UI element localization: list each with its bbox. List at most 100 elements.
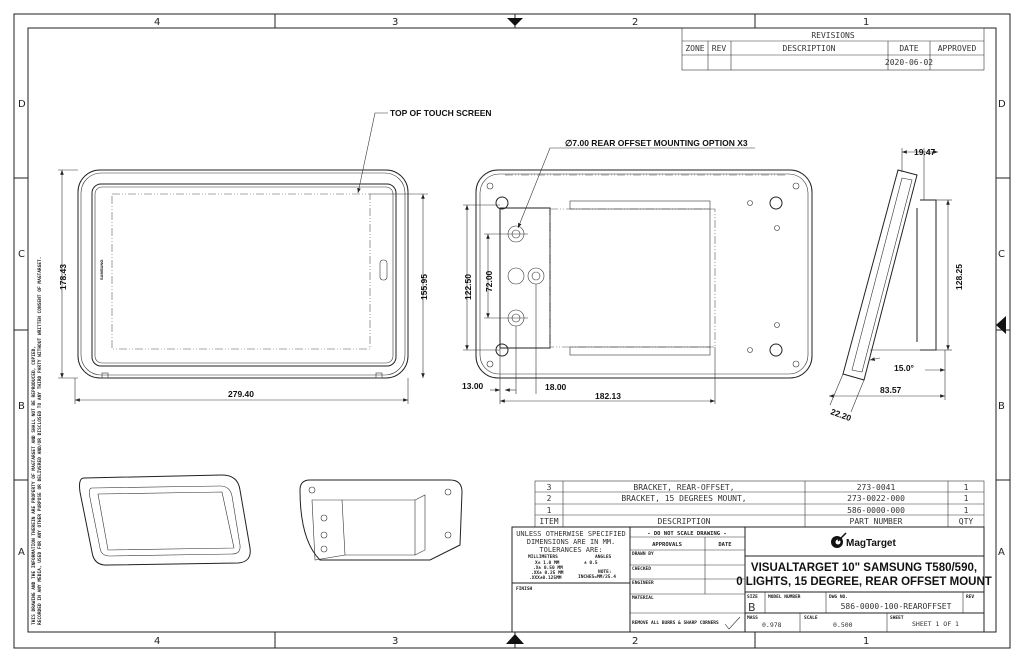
- zone-col: 4: [154, 17, 160, 28]
- svg-text:RECORDED IN ANY MEDIA, USED FO: RECORDED IN ANY MEDIA, USED FOR ANY OTHE…: [37, 257, 43, 625]
- scale-value: 0.500: [833, 621, 853, 629]
- svg-text:REV: REV: [712, 44, 727, 53]
- svg-text:1: 1: [547, 506, 552, 515]
- svg-text:.X± 0.50 MM: .X± 0.50 MM: [533, 565, 563, 571]
- isometric-rear-view: [299, 479, 463, 561]
- surface-finish-icon: [724, 616, 741, 630]
- svg-text:DRAWN BY: DRAWN BY: [632, 551, 654, 557]
- svg-text:REMOVE ALL BURRS & SHARP CORNE: REMOVE ALL BURRS & SHARP CORNERS: [632, 620, 719, 626]
- svg-text:MODEL NUMBER: MODEL NUMBER: [768, 594, 801, 600]
- svg-text:MATERIAL: MATERIAL: [632, 595, 654, 601]
- svg-text:1: 1: [964, 483, 969, 492]
- rear-offset-bracket: [499, 207, 551, 349]
- device-brand: SAMSUNG: [99, 260, 104, 280]
- svg-text:BRACKET, 15 DEGREES MOUNT,: BRACKET, 15 DEGREES MOUNT,: [621, 494, 746, 503]
- dim-front-height: 178.43: [58, 264, 68, 290]
- isometric-front-view: [79, 474, 251, 566]
- title-block: UNLESS OTHERWISE SPECIFIED DIMENSIONS AR…: [511, 526, 992, 633]
- svg-text:± 0.5: ± 0.5: [584, 560, 598, 566]
- zone-row: D: [998, 99, 1006, 110]
- svg-text:DESCRIPTION: DESCRIPTION: [783, 44, 836, 53]
- revisions-title: REVISIONS: [811, 31, 855, 40]
- svg-text:UNLESS OTHERWISE SPECIFIED: UNLESS OTHERWISE SPECIFIED: [516, 530, 626, 538]
- revision-date: 2020-06-02: [885, 58, 933, 67]
- svg-text:DATE: DATE: [718, 542, 731, 548]
- dim-base-depth: 83.57: [880, 385, 902, 395]
- rear-view: ∅7.00 REAR OFFSET MOUNTING OPTION X3 122…: [462, 138, 813, 404]
- zone-col: 3: [392, 17, 398, 28]
- zone-row: B: [998, 401, 1005, 412]
- dim-hole-spacing: 72.00: [484, 270, 494, 292]
- svg-text:REV: REV: [966, 594, 974, 600]
- drawing-title-line1: VISUALTARGET 10" SAMSUNG T580/590,: [751, 562, 977, 574]
- dim-hole-offset: 18.00: [545, 382, 567, 392]
- svg-text:SCALE: SCALE: [804, 615, 818, 621]
- dim-angle: 15.0°: [894, 363, 915, 373]
- svg-text:APPROVALS: APPROVALS: [652, 542, 682, 548]
- sheet-size: B: [748, 601, 756, 614]
- zone-row: A: [998, 547, 1005, 558]
- zone-col: 2: [632, 17, 638, 28]
- svg-text:3: 3: [547, 483, 552, 492]
- svg-text:ENGINEER: ENGINEER: [632, 580, 654, 586]
- zone-col: 4: [154, 636, 160, 647]
- svg-text:NOTE:: NOTE:: [598, 569, 612, 575]
- svg-text:MASS: MASS: [747, 615, 758, 621]
- zone-labels: 4 3 2 1 4 3 2 1 D C B A D C B A: [18, 17, 1006, 647]
- svg-text:1: 1: [964, 494, 969, 503]
- home-button-icon: [379, 259, 388, 281]
- svg-text:273-0041: 273-0041: [857, 483, 896, 492]
- svg-text:APPROVED: APPROVED: [938, 44, 977, 53]
- zone-col: 2: [632, 636, 638, 647]
- svg-text:SIZE: SIZE: [747, 594, 758, 600]
- svg-text:ZONE: ZONE: [685, 44, 704, 53]
- dim-edge-offset: 13.00: [462, 381, 484, 391]
- svg-text:BRACKET, REAR-OFFSET,: BRACKET, REAR-OFFSET,: [633, 483, 734, 492]
- svg-text:.XX± 0.25 MM: .XX± 0.25 MM: [531, 570, 564, 576]
- zone-row: B: [18, 401, 25, 412]
- dim-side-height: 128.25: [954, 264, 964, 290]
- svg-text:TOLERANCES ARE:: TOLERANCES ARE:: [539, 546, 602, 554]
- svg-text:- DO NOT SCALE DRAWING -: - DO NOT SCALE DRAWING -: [647, 531, 726, 537]
- dim-bracket-width: 182.13: [595, 391, 621, 401]
- svg-text:MILLIMETERS: MILLIMETERS: [528, 554, 558, 560]
- svg-text:2: 2: [547, 494, 552, 503]
- zone-col: 1: [863, 17, 869, 28]
- svg-text:SHEET: SHEET: [890, 615, 904, 621]
- top-of-touch-screen-label: TOP OF TOUCH SCREEN: [390, 108, 492, 118]
- dim-thickness: 22.20: [829, 406, 853, 423]
- bom-row: 3 BRACKET, REAR-OFFSET, 273-0041 1: [547, 483, 969, 492]
- mounting-option-label: ∅7.00 REAR OFFSET MOUNTING OPTION X3: [565, 138, 748, 148]
- bom-row: 1 586-0000-000 1: [547, 506, 969, 515]
- drawing-number: 586-0000-100-REAROFFSET: [841, 602, 952, 611]
- dim-screen-height: 155.95: [419, 274, 429, 300]
- mass-value: 0.978: [762, 621, 782, 629]
- dim-side-depth: 19.47: [914, 147, 936, 157]
- svg-text:DESCRIPTION: DESCRIPTION: [658, 517, 711, 526]
- zone-row: A: [18, 547, 25, 558]
- finish-label: FINISH: [516, 586, 533, 592]
- dim-front-width: 279.40: [228, 389, 254, 399]
- svg-text:CHECKED: CHECKED: [632, 566, 651, 572]
- svg-text:INCHES=MM/25.4: INCHES=MM/25.4: [578, 574, 616, 580]
- svg-text:QTY: QTY: [959, 517, 974, 526]
- zone-col: 1: [863, 636, 869, 647]
- svg-text:DIMENSIONS ARE IN MM.: DIMENSIONS ARE IN MM.: [527, 538, 616, 546]
- centering-mark-icon: [506, 634, 524, 644]
- sheet-value: SHEET 1 OF 1: [912, 620, 959, 628]
- zone-row: C: [998, 249, 1005, 260]
- magtarget-logo: MagTarget: [831, 532, 896, 549]
- zone-col: 3: [392, 636, 398, 647]
- svg-text:ANGLES: ANGLES: [595, 554, 612, 560]
- svg-text:DWG NO.: DWG NO.: [829, 594, 848, 600]
- svg-text:1: 1: [964, 506, 969, 515]
- side-view: 19.47 128.25 15.0° 83.57 22.20: [829, 147, 964, 423]
- svg-text:THIS DRAWING AND THE INFORMATI: THIS DRAWING AND THE INFORMATION THEREIN…: [31, 346, 37, 625]
- svg-text:586-0000-000: 586-0000-000: [847, 506, 905, 515]
- drawing-title-line2: 0 LIGHTS, 15 DEGREE, REAR OFFSET MOUNT: [736, 576, 992, 588]
- bill-of-materials: 3 BRACKET, REAR-OFFSET, 273-0041 1 2 BRA…: [534, 480, 985, 528]
- zone-row: C: [18, 249, 25, 260]
- svg-text:DATE: DATE: [899, 44, 918, 53]
- dim-hole-span: 122.50: [463, 274, 473, 300]
